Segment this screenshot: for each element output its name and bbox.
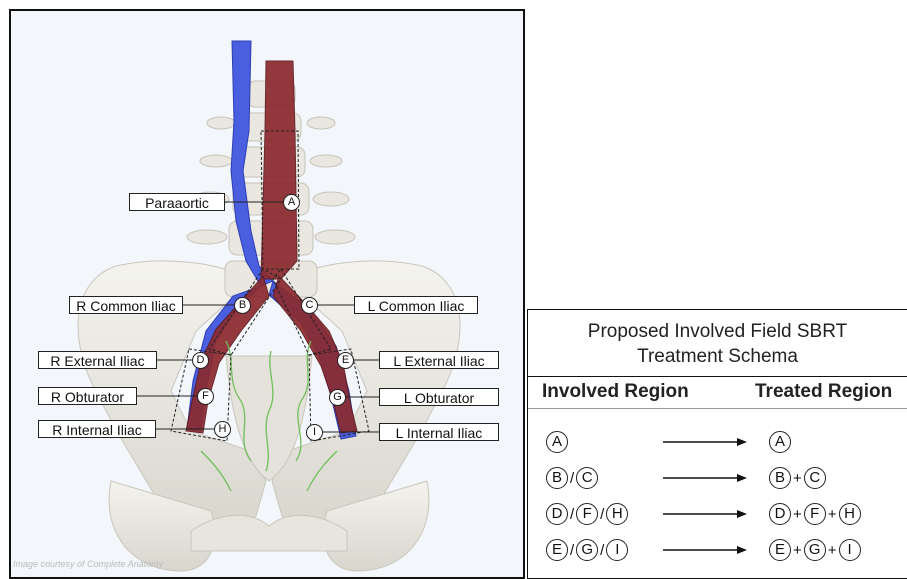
node-d: D xyxy=(192,352,209,369)
schema-title-line2: Treatment Schema xyxy=(528,344,907,369)
node-h: H xyxy=(214,421,231,438)
treated-region-group: D+F+H xyxy=(769,503,861,525)
node-i: I xyxy=(306,424,323,441)
header-divider-bottom xyxy=(528,408,907,409)
anatomy-panel: Paraaortic R Common Iliac L Common Iliac… xyxy=(9,9,525,579)
label-l-obturator: L Obturator xyxy=(379,388,499,406)
arrow-icon xyxy=(661,503,749,525)
treated-region-group: B+C xyxy=(769,467,826,489)
node-e: E xyxy=(337,352,354,369)
node-c: C xyxy=(301,297,318,314)
region-circle-i: I xyxy=(839,539,861,561)
region-circle-c: C xyxy=(576,467,598,489)
node-b: B xyxy=(234,297,251,314)
label-l-common-iliac: L Common Iliac xyxy=(354,296,478,314)
region-circle-b: B xyxy=(546,467,568,489)
region-circle-b: B xyxy=(769,467,791,489)
schema-title: Proposed Involved Field SBRT Treatment S… xyxy=(528,319,907,369)
treatment-schema-panel: Proposed Involved Field SBRT Treatment S… xyxy=(527,309,907,579)
region-circle-c: C xyxy=(804,467,826,489)
column-header-involved: Involved Region xyxy=(542,381,689,403)
region-circle-a: A xyxy=(546,431,568,453)
involved-separator: / xyxy=(570,470,574,487)
treated-separator: + xyxy=(793,542,802,559)
involved-region-group: A xyxy=(546,431,568,453)
node-a: A xyxy=(283,194,300,211)
treated-separator: + xyxy=(793,470,802,487)
region-circle-d: D xyxy=(546,503,568,525)
arrow-icon xyxy=(661,467,749,489)
arrow-icon xyxy=(661,539,749,561)
involved-separator: / xyxy=(570,542,574,559)
region-circle-e: E xyxy=(769,539,791,561)
region-circle-d: D xyxy=(769,503,791,525)
arrow-icon xyxy=(661,431,749,453)
label-l-external-iliac: L External Iliac xyxy=(379,351,499,369)
label-paraaortic: Paraaortic xyxy=(129,193,225,211)
region-circle-f: F xyxy=(804,503,826,525)
column-header-treated: Treated Region xyxy=(755,381,892,403)
treated-separator: + xyxy=(828,542,837,559)
involved-separator: / xyxy=(570,506,574,523)
involved-region-group: B/C xyxy=(546,467,598,489)
schema-title-line1: Proposed Involved Field SBRT xyxy=(528,319,907,344)
region-circle-g: G xyxy=(804,539,826,561)
involved-separator: / xyxy=(600,506,604,523)
region-circle-h: H xyxy=(839,503,861,525)
treated-separator: + xyxy=(793,506,802,523)
involved-separator: / xyxy=(600,542,604,559)
region-circle-g: G xyxy=(576,539,598,561)
label-r-common-iliac: R Common Iliac xyxy=(69,296,183,314)
involved-region-group: D/F/H xyxy=(546,503,628,525)
label-r-external-iliac: R External Iliac xyxy=(38,351,157,369)
treated-region-group: E+G+I xyxy=(769,539,861,561)
label-r-obturator: R Obturator xyxy=(38,387,137,405)
pelvic-anatomy-illustration xyxy=(11,11,525,579)
label-l-internal-iliac: L Internal Iliac xyxy=(379,423,499,441)
region-circle-e: E xyxy=(546,539,568,561)
treated-region-group: A xyxy=(769,431,791,453)
region-circle-h: H xyxy=(606,503,628,525)
header-divider-top xyxy=(528,376,907,377)
node-g: G xyxy=(329,389,346,406)
region-circle-f: F xyxy=(576,503,598,525)
treated-separator: + xyxy=(828,506,837,523)
node-f: F xyxy=(197,388,214,405)
involved-region-group: E/G/I xyxy=(546,539,628,561)
region-circle-a: A xyxy=(769,431,791,453)
region-circle-i: I xyxy=(606,539,628,561)
label-r-internal-iliac: R Internal Iliac xyxy=(38,420,156,438)
